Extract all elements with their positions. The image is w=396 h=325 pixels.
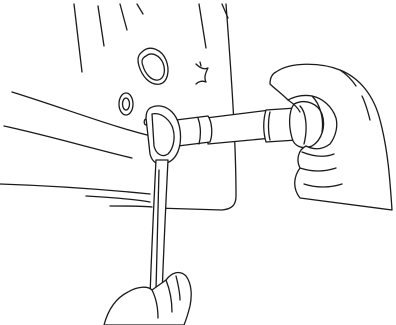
- panel-notch-tick: [200, 62, 201, 66]
- combination-wrench: [146, 106, 181, 296]
- panel-diagonal-edge: [4, 126, 132, 158]
- socket-wrench-tool: [167, 102, 324, 148]
- panel-edge-line: [98, 6, 104, 46]
- extension-bar: [206, 110, 272, 144]
- round-hole: [119, 93, 133, 115]
- panel-flange-edge: [110, 206, 152, 207]
- slot-hole: [138, 48, 168, 84]
- panel-flange-edge: [86, 196, 150, 202]
- panel-edge-line: [137, 4, 143, 14]
- panel-edge-line: [120, 4, 127, 30]
- panel-edge-line: [74, 4, 82, 72]
- panel-edge-line: [199, 4, 206, 48]
- panel-flange-edge: [0, 184, 150, 194]
- body-panel: [0, 4, 236, 210]
- left-hand: [104, 273, 191, 325]
- panel-right-edge: [156, 4, 236, 210]
- panel-notch: [196, 64, 208, 84]
